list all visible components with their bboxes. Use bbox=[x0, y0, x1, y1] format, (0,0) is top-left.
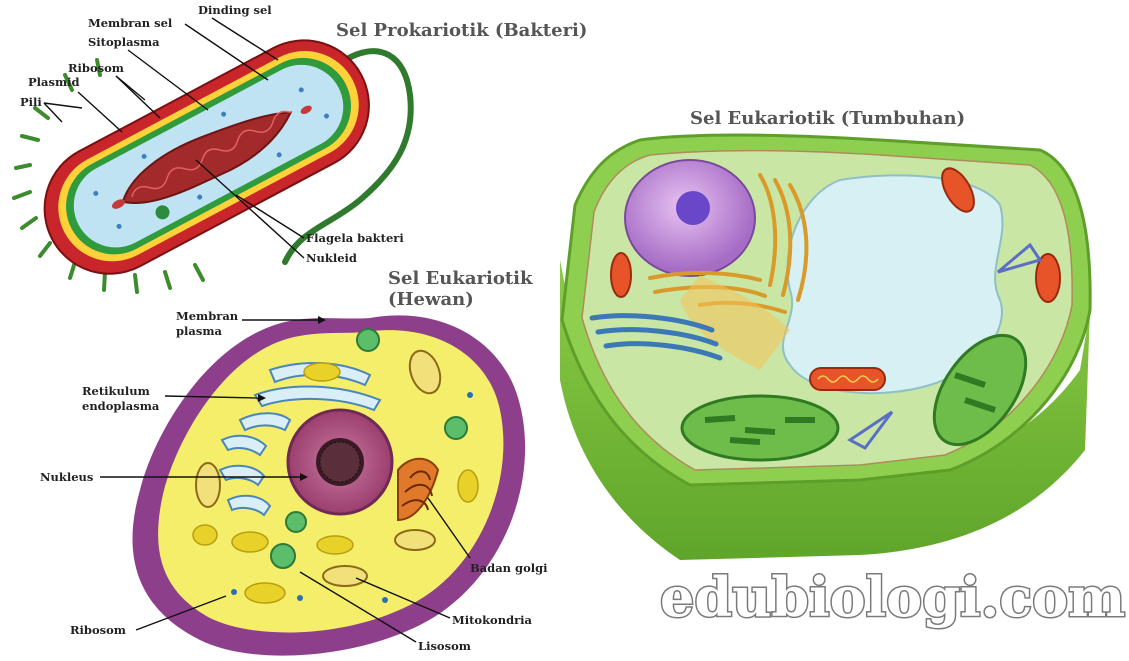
label-retikulum-2: endoplasma bbox=[82, 399, 160, 413]
label-mitokondria: Mitokondria bbox=[452, 613, 533, 627]
plant-golgi bbox=[589, 313, 723, 361]
label-ribosom-prok: Ribosom bbox=[68, 61, 124, 75]
plasmid bbox=[112, 199, 125, 209]
label-membran-sel: Membran sel bbox=[88, 16, 173, 30]
label-lisosom: Lisosom bbox=[418, 639, 471, 653]
central-vacuole bbox=[782, 174, 1004, 395]
label-nukleid: Nukleid bbox=[306, 251, 357, 265]
label-dinding-sel: Dinding sel bbox=[198, 3, 272, 17]
label-pili: Pili bbox=[20, 95, 42, 109]
label-badan-golgi: Badan golgi bbox=[470, 561, 548, 575]
animal-title-line1: Sel Eukariotik bbox=[388, 268, 533, 289]
pili bbox=[12, 58, 205, 294]
ribosomes bbox=[93, 87, 330, 229]
plant-cytoskeleton bbox=[847, 242, 1043, 450]
animal-ribosomes bbox=[231, 392, 473, 603]
label-membran-2: plasma bbox=[176, 324, 223, 338]
flagellum bbox=[282, 48, 414, 265]
lysosomes bbox=[270, 328, 468, 569]
label-flagela: Flagela bakteri bbox=[306, 231, 404, 245]
vesicles bbox=[192, 362, 479, 604]
label-nukleus: Nukleus bbox=[40, 470, 93, 484]
plant-title: Sel Eukariotik (Tumbuhan) bbox=[690, 108, 965, 129]
endoplasmic-reticulum bbox=[218, 362, 382, 517]
prokaryote-cell bbox=[12, 39, 414, 294]
label-membran-1: Membran bbox=[176, 309, 239, 323]
prokaryote-title: Sel Prokariotik (Bakteri) bbox=[336, 20, 587, 41]
animal-title-line2: (Hewan) bbox=[388, 289, 474, 310]
animal-cell bbox=[132, 315, 526, 656]
chloroplasts bbox=[680, 333, 1028, 462]
label-sitoplasma: Sitoplasma bbox=[88, 35, 160, 49]
label-plasmid: Plasmid bbox=[28, 75, 80, 89]
label-retikulum-1: Retikulum bbox=[82, 384, 150, 398]
watermark: edubiologi.com bbox=[660, 565, 1125, 629]
animal-mitochondria bbox=[195, 349, 442, 587]
golgi-body bbox=[397, 457, 440, 522]
label-ribosom-animal: Ribosom bbox=[70, 623, 126, 637]
plant-cell bbox=[560, 133, 1092, 560]
